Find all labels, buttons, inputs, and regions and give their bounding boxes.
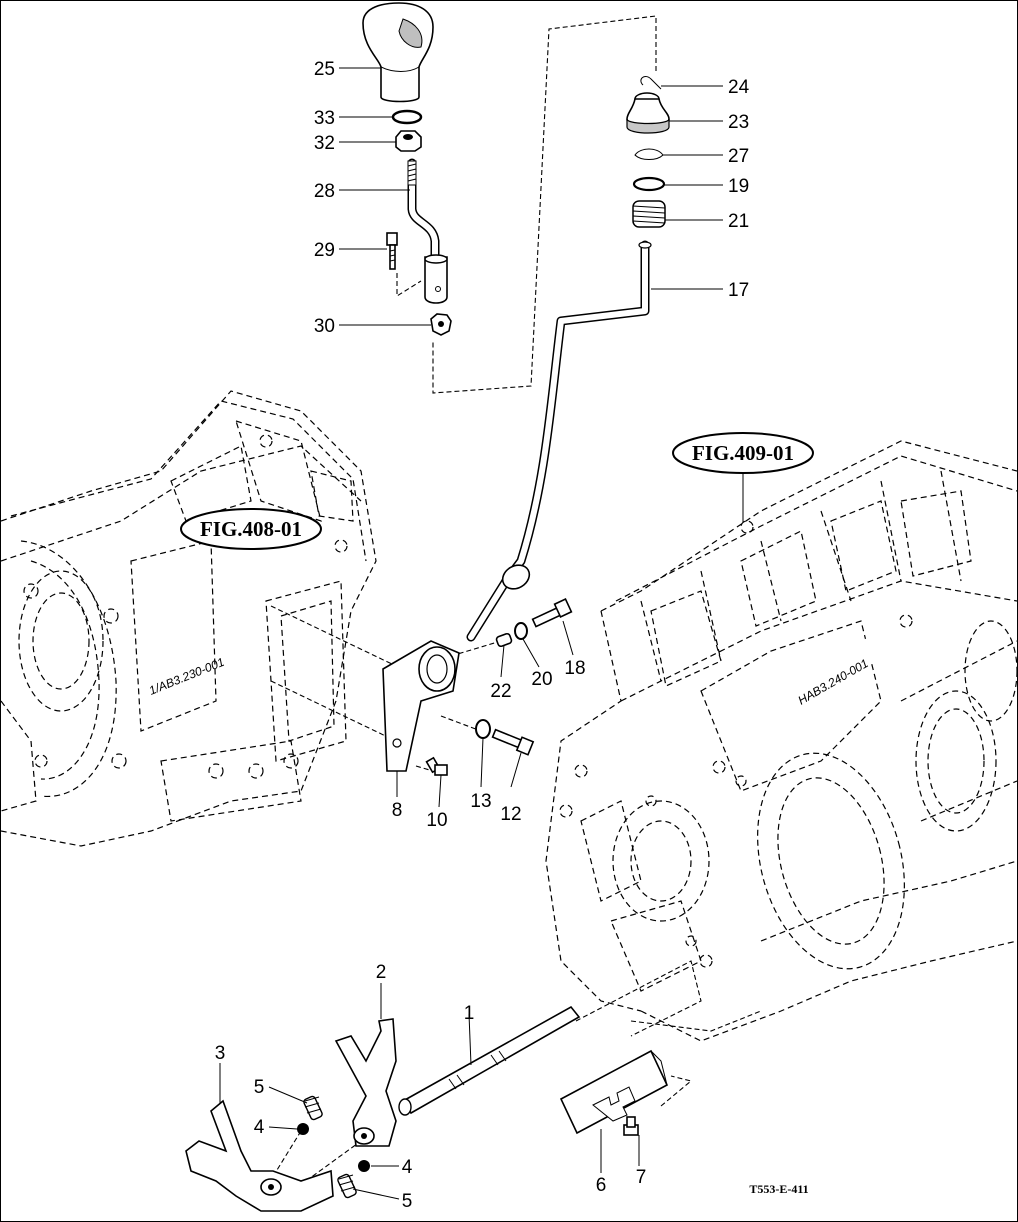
callout-19: 19: [728, 176, 749, 197]
callout-18: 18: [564, 658, 585, 679]
part-27-spring-clip: [634, 148, 664, 160]
callout-29: 29: [314, 240, 335, 261]
callout-30: 30: [314, 316, 335, 337]
svg-text:FIG.409-01: FIG.409-01: [692, 441, 794, 465]
callout-5-bottom: 5: [402, 1191, 413, 1212]
part-8-shift-bracket: [382, 640, 460, 772]
callout-numbers: 25 33 32 28 29 30 24 23 27 19 21 17 22 2…: [215, 59, 750, 1212]
part-20-washer: [514, 622, 528, 640]
callout-27: 27: [728, 146, 749, 167]
callout-8: 8: [392, 800, 403, 821]
part-32-nut: [395, 130, 422, 152]
part-4-ball-left: [297, 1123, 309, 1135]
drawing-code: T553-E-411: [749, 1182, 808, 1196]
part-22-pin: [495, 632, 513, 648]
part-25-shift-knob: [362, 2, 434, 103]
part-23-boot: [626, 92, 670, 134]
part-30-nut: [430, 313, 452, 336]
part-24-clip: [640, 76, 662, 90]
callout-20: 20: [531, 669, 552, 690]
callout-4-right: 4: [402, 1157, 413, 1178]
part-33-washer: [391, 109, 423, 125]
callout-22: 22: [490, 681, 511, 702]
callout-28: 28: [314, 181, 335, 202]
part-13-washer: [475, 719, 491, 739]
fig-409-label: FIG.409-01: [672, 432, 814, 523]
callout-12: 12: [500, 804, 521, 825]
callout-33: 33: [314, 108, 335, 129]
part-17-shift-rod: [466, 240, 652, 642]
part-4-ball-right: [358, 1160, 370, 1172]
part-6-stopper-plate: [559, 1049, 669, 1135]
fig-408-label: FIG.408-01: [180, 508, 322, 550]
part-29-bolt: [386, 232, 398, 270]
callout-5-top: 5: [254, 1077, 265, 1098]
callout-leader-lines: [219, 67, 723, 1200]
part-3-shift-fork: [185, 1099, 334, 1212]
part-2-shift-fork: [334, 1018, 397, 1147]
callout-6: 6: [596, 1175, 607, 1196]
callout-1: 1: [464, 1003, 475, 1024]
callout-13: 13: [470, 791, 491, 812]
part-5-spring-bottom: [337, 1173, 357, 1199]
callout-7: 7: [636, 1167, 647, 1188]
left-transmission-housing: 1/AB3.230-001: [1, 390, 377, 847]
callout-24: 24: [728, 77, 750, 98]
part-5-spring-top: [303, 1095, 323, 1121]
callout-10: 10: [426, 810, 447, 831]
part-21-spring: [632, 200, 666, 228]
right-transmission-housing: HAB3.240-001: [545, 440, 1017, 1042]
callout-21: 21: [728, 211, 749, 232]
callout-23: 23: [728, 112, 749, 133]
callout-2: 2: [376, 962, 387, 983]
part-7-bolt: [623, 1116, 639, 1136]
part-1-fork-rod: [398, 1005, 581, 1116]
part-10-bolt: [425, 756, 448, 776]
part-12-bolt: [491, 728, 535, 756]
assembly-guide-lines: [268, 15, 762, 1184]
callout-17: 17: [728, 280, 749, 301]
callout-32: 32: [314, 133, 335, 154]
callout-25: 25: [314, 59, 335, 80]
part-28-gear-lever: [407, 158, 448, 304]
svg-text:FIG.408-01: FIG.408-01: [200, 517, 302, 541]
part-18-bolt: [531, 598, 573, 628]
callout-3: 3: [215, 1043, 226, 1064]
callout-4-left: 4: [254, 1117, 265, 1138]
part-19-snap-ring: [632, 176, 666, 192]
